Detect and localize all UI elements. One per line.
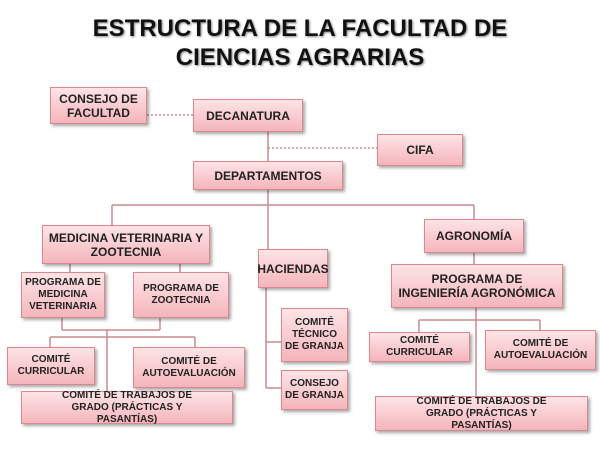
node-programa-zootecnia: PROGRAMA DE ZOOTECNIA	[133, 272, 229, 318]
node-decanatura: DECANATURA	[193, 99, 303, 132]
node-comite-autoevaluacion-left: COMITÉ DE AUTOEVALUACIÓN	[133, 347, 245, 388]
node-programa-medicina-veterinaria: PROGRAMA DE MEDICINA VETERINARIA	[21, 272, 105, 318]
node-medicina-veterinaria-zootecnia: MEDICINA VETERINARIA Y ZOOTECNIA	[42, 225, 210, 264]
node-comite-tecnico-granja: COMITÉ TÉCNICO DE GRANJA	[281, 308, 348, 362]
node-consejo-granja: CONSEJO DE GRANJA	[281, 370, 348, 410]
node-comite-trabajos-grado-right: COMITÉ DE TRABAJOS DE GRADO (PRÁCTICAS Y…	[375, 396, 588, 431]
title-line-2: CIENCIAS AGRARIAS	[175, 44, 425, 71]
node-departamentos: DEPARTAMENTOS	[193, 161, 343, 190]
title-line-1: ESTRUCTURA DE LA FACULTAD DE	[92, 15, 508, 42]
node-cifa: CIFA	[377, 134, 463, 166]
node-comite-autoevaluacion-right: COMITÉ DE AUTOEVALUACIÓN	[485, 330, 596, 370]
node-programa-ingenieria-agronomica: PROGRAMA DE INGENIERÍA AGRONÓMICA	[391, 264, 563, 308]
node-consejo-de-facultad: CONSEJO DE FACULTAD	[50, 87, 147, 124]
node-comite-curricular-left: COMITÉ CURRICULAR	[7, 347, 95, 385]
node-comite-trabajos-grado-left: COMITÉ DE TRABAJOS DE GRADO (PRÁCTICAS Y…	[21, 390, 233, 425]
chart-title: ESTRUCTURA DE LA FACULTAD DE CIENCIAS AG…	[0, 14, 600, 72]
node-haciendas: HACIENDAS	[257, 249, 329, 288]
node-agronomia: AGRONOMÍA	[424, 219, 524, 253]
node-comite-curricular-right: COMITÉ CURRICULAR	[369, 332, 470, 362]
